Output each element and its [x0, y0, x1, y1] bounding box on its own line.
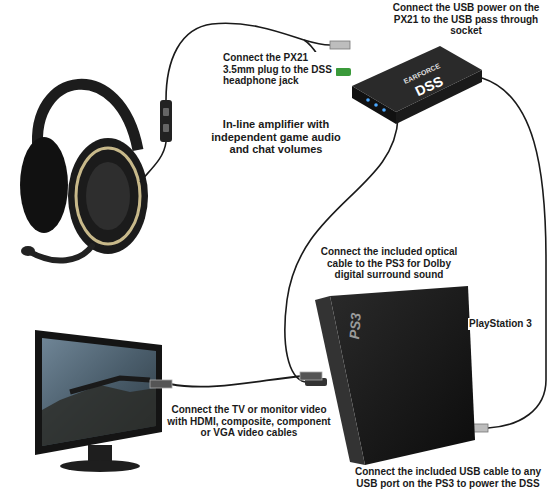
led — [366, 98, 370, 102]
front-earcup — [68, 138, 148, 254]
callout-text: Connect the included optical cable to th… — [318, 246, 460, 281]
earcup-center — [86, 162, 130, 230]
hdmi-plug — [150, 380, 172, 388]
device-name: PlayStation 3 — [468, 318, 542, 330]
ps3-console — [315, 286, 475, 465]
tv-base — [60, 460, 140, 472]
headset-illustration — [20, 84, 148, 260]
screen-scene — [70, 378, 150, 392]
callout-text: Connect the included USB cable to any US… — [348, 466, 548, 489]
tv-bezel — [35, 330, 162, 455]
hdmi-cable — [170, 376, 302, 387]
hdmi-plug — [300, 372, 322, 380]
led — [374, 103, 378, 107]
dss-front — [352, 86, 396, 124]
volume-wheel — [163, 108, 169, 116]
usb-plug — [330, 41, 350, 49]
tv-screen — [42, 338, 156, 446]
inline-amplifier — [160, 100, 172, 142]
rear-earcup — [20, 137, 68, 233]
led — [382, 108, 386, 112]
usb-power-cable — [482, 78, 546, 428]
headset-cable — [140, 23, 335, 182]
callout-text: Connect the PX21 3.5mm plug to the DSS h… — [222, 52, 336, 87]
screen-scene — [42, 385, 156, 446]
dss-box — [352, 46, 482, 124]
audio-plug — [335, 68, 351, 76]
cable — [140, 142, 166, 182]
callout-text: Connect the TV or monitor video with HDM… — [164, 404, 334, 439]
headband — [37, 84, 138, 150]
volume-wheel — [163, 124, 169, 132]
callout-text: In-line amplifier with independent game … — [200, 118, 352, 156]
tv-monitor — [35, 330, 162, 472]
mic-boom — [30, 246, 92, 261]
callout-text: Connect the USB power on the PX21 to the… — [386, 2, 546, 37]
mic-tip — [21, 246, 35, 256]
ps3-front — [315, 296, 365, 465]
earcup-trim — [76, 148, 140, 244]
